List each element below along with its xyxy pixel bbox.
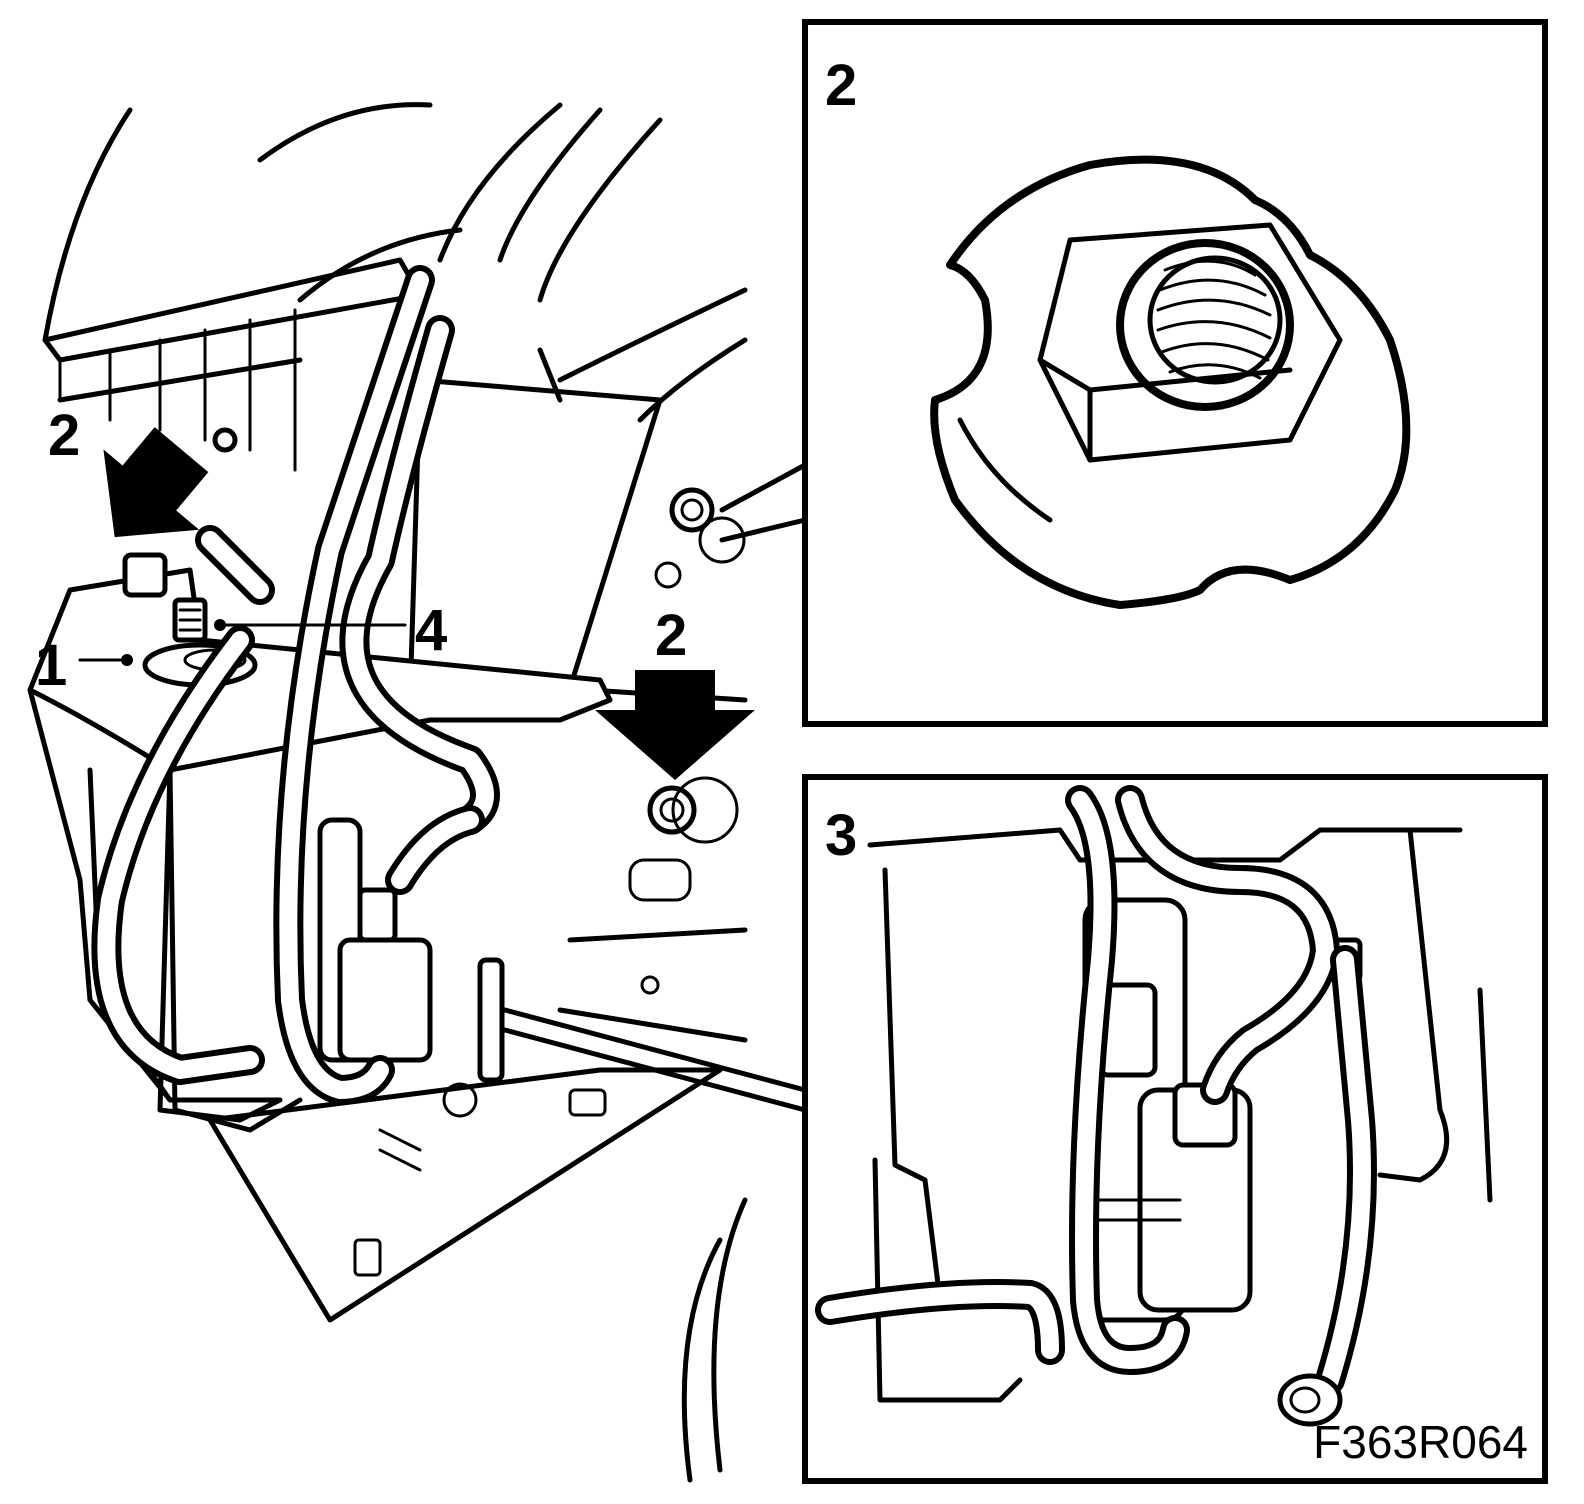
washer-hose-inner — [391, 811, 479, 889]
bolt-head — [212, 427, 238, 453]
tray-clip — [353, 1238, 382, 1277]
level-sensor-connector — [122, 552, 168, 598]
body-contour — [497, 107, 603, 263]
body-contour — [637, 337, 748, 423]
tray-hole — [442, 1082, 478, 1118]
thread-lines — [1156, 259, 1272, 380]
inset-pump-detail — [802, 774, 1548, 1484]
hole — [640, 975, 660, 995]
reservoir-side — [1377, 827, 1450, 1183]
reservoir-side — [1477, 987, 1493, 1203]
washer-hose-inner — [97, 631, 259, 1079]
body-contour — [257, 102, 433, 163]
inset-frame-pump — [802, 774, 1548, 1484]
washer-hose-detail-inner — [1071, 791, 1184, 1369]
body-contour — [567, 927, 748, 943]
flange-edge — [957, 417, 1053, 523]
figure-code: F363R064 — [1313, 1416, 1528, 1468]
leader-dot-1 — [121, 654, 133, 666]
body-contour — [557, 1007, 748, 1043]
body-contour — [537, 117, 663, 303]
inset-nut-detail — [802, 19, 1548, 727]
panel-edge — [57, 357, 303, 403]
body-contour — [437, 102, 563, 263]
callout-label-4: 4 — [415, 598, 447, 663]
nut-center — [680, 498, 704, 522]
callout-line-pump — [502, 1027, 808, 1113]
pump-bands — [1088, 1198, 1182, 1222]
reservoir-side — [882, 867, 943, 1303]
arrow-right — [595, 670, 755, 780]
weld-nut-flange — [930, 155, 1411, 609]
wheel-arch — [681, 1237, 723, 1483]
inset-nut-label: 2 — [825, 53, 857, 118]
tray-clip — [568, 1088, 607, 1117]
pump-connector — [357, 887, 398, 943]
nut-thread — [1147, 255, 1283, 385]
panel-ribs — [58, 308, 297, 472]
reservoir-side — [872, 1157, 1023, 1403]
main-view — [27, 102, 808, 1483]
callout-line-pump — [502, 1007, 808, 1093]
callout-line-nut — [719, 517, 808, 543]
washer-hose-detail-inner — [1321, 951, 1371, 1389]
inset-frame-nut — [802, 19, 1548, 727]
bracket-edge — [537, 347, 563, 403]
connector-ribs — [178, 608, 202, 632]
arrow-left — [103, 427, 209, 538]
washer-hose-detail-inner — [821, 1285, 1059, 1359]
ribbed-panel — [42, 257, 423, 363]
washer-reservoir — [27, 567, 613, 1123]
hole — [654, 561, 682, 589]
wheel-arch — [711, 1197, 748, 1473]
callout-label-2-right: 2 — [655, 603, 687, 668]
hose-end-detail — [1277, 1373, 1343, 1427]
pump-outlet — [477, 957, 505, 1083]
body-contour — [297, 227, 463, 303]
washer-hose-inner — [345, 321, 494, 829]
leader-dot-4 — [214, 619, 226, 631]
washer-hose-detail-inner — [1121, 791, 1334, 1099]
body-contour — [42, 107, 133, 343]
wiring-harness-inner — [201, 531, 269, 599]
pump-motor — [337, 937, 433, 1063]
nut-washer — [671, 776, 739, 844]
hose-end-opening — [1289, 1386, 1321, 1414]
body-contour — [557, 287, 748, 383]
nut-bore — [1116, 239, 1294, 411]
body-slot — [628, 858, 692, 902]
callout-line-nut — [719, 462, 808, 513]
inset-pump-label: 3 — [825, 803, 857, 868]
tray-clip — [378, 1128, 422, 1172]
nut-center — [659, 797, 685, 823]
mounting-nut-upper — [669, 487, 715, 533]
nut-washer — [698, 516, 746, 564]
callout-label-1: 1 — [35, 633, 67, 698]
callout-label-2-left: 2 — [48, 403, 80, 468]
washer-hose-inner — [279, 271, 429, 1099]
